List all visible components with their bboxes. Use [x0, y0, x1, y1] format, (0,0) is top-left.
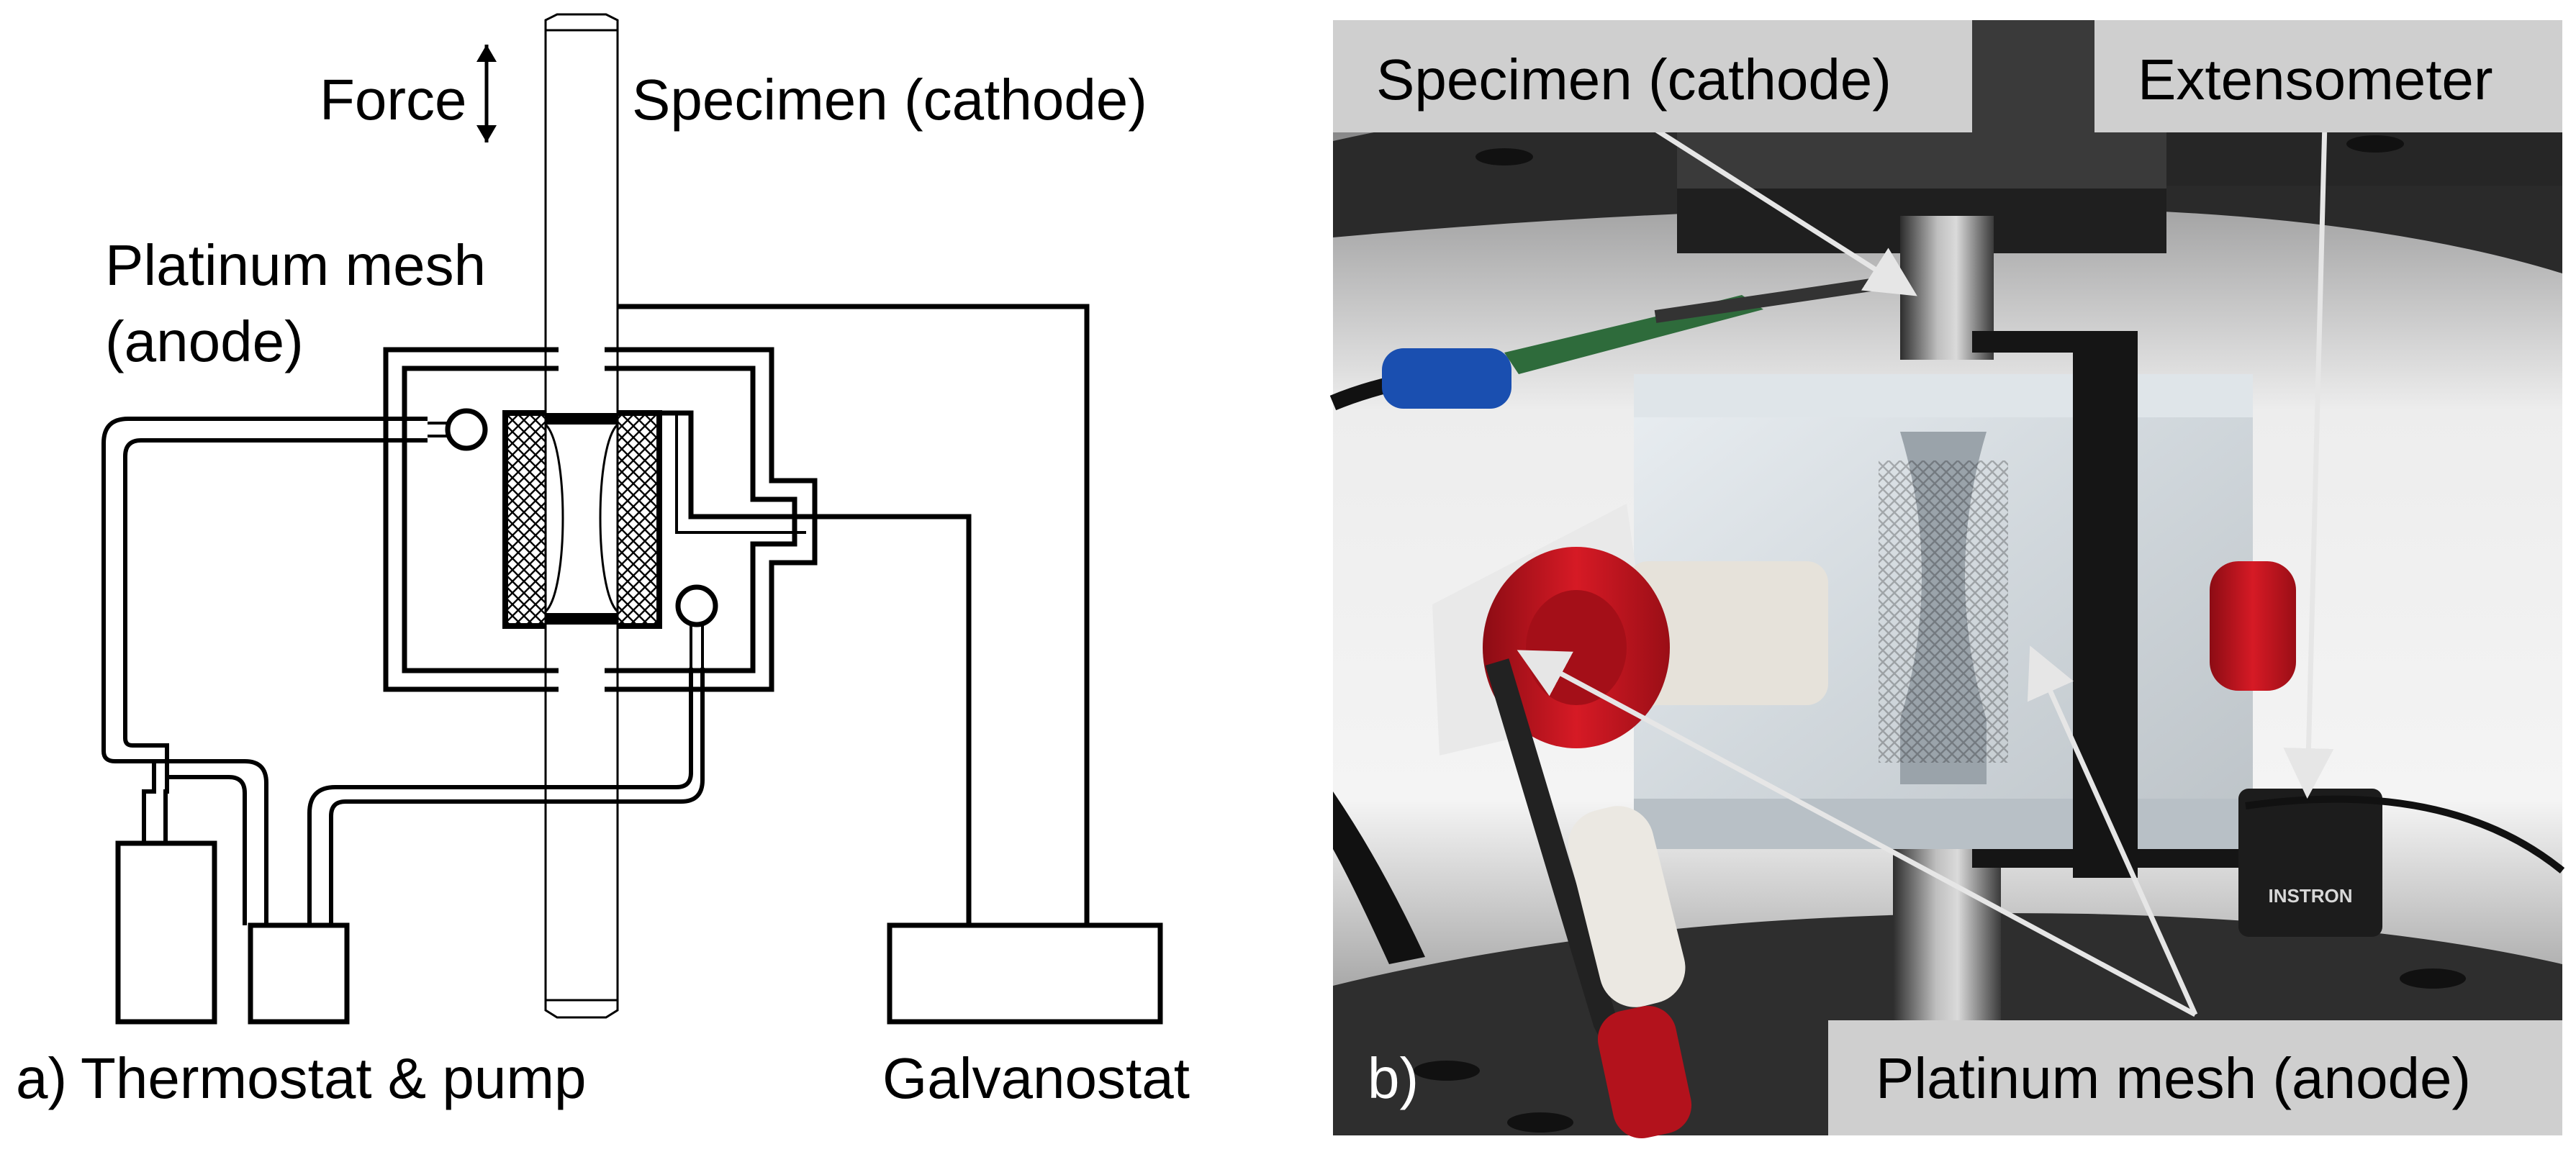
instron-brand-text: INSTRON — [2269, 885, 2353, 907]
white-probe-handle — [1568, 806, 1686, 1007]
black-clip-left — [1333, 791, 1425, 964]
red-clip-bottom — [1597, 1005, 1692, 1139]
specimen-callout-bg — [1333, 20, 1972, 132]
wire-anode-galvanostat — [826, 514, 972, 925]
mesh-label-b: Platinum mesh (anode) — [1876, 1046, 2471, 1110]
wire-cathode-galvanostat — [618, 304, 1090, 925]
white-fitting — [1627, 561, 1828, 705]
mesh-label-a-line1: Platinum mesh — [105, 233, 486, 297]
mesh-label-a-line2: (anode) — [105, 309, 304, 373]
extensometer-label: Extensometer — [2138, 47, 2493, 112]
tube-thermostat — [154, 759, 268, 925]
extensometer-arm — [2073, 331, 2138, 878]
photo-panel: INSTRON — [1329, 20, 2565, 1139]
schematic-panel — [101, 13, 1163, 1025]
tube-left — [101, 417, 428, 842]
galvanostat-label: Galvanostat — [882, 1046, 1190, 1110]
anode-lead-inner — [675, 413, 806, 534]
arrow-extensometer — [2283, 122, 2334, 799]
arrow-specimen — [1654, 127, 1917, 296]
photo-mesh — [1879, 460, 2008, 763]
specimen-label-b: Specimen (cathode) — [1376, 47, 1892, 112]
panel-a-label: a) — [16, 1046, 67, 1110]
extensometer-sensor — [2238, 789, 2382, 937]
panel-b-label: b) — [1368, 1046, 1419, 1110]
cell-frame-inner — [402, 366, 797, 673]
lower-grip — [1893, 849, 2001, 1022]
pump-box — [248, 922, 350, 1025]
right-red-cap — [2210, 561, 2296, 691]
blue-clip — [1382, 348, 1511, 409]
thermostat-box — [115, 840, 217, 1025]
specimen-label-a: Specimen (cathode) — [632, 68, 1147, 132]
mesh-callout-bg — [1828, 1020, 2562, 1135]
cell-frame-outer — [383, 347, 818, 692]
anode-lead — [659, 410, 826, 519]
arrow-mesh-2 — [2027, 645, 2198, 1016]
extensometer-callout-bg — [2094, 20, 2562, 132]
arrow-mesh-1 — [1517, 650, 2197, 1017]
thermostat-pump-label: Thermostat & pump — [81, 1046, 587, 1110]
galvanostat-box — [887, 922, 1163, 1025]
specimen-rod — [544, 13, 619, 1019]
inlet-port-icon — [445, 408, 488, 451]
outlet-port-icon — [675, 584, 718, 627]
force-label: Force — [320, 68, 467, 132]
specimen-gauge — [544, 423, 619, 613]
tube-right — [307, 668, 693, 925]
